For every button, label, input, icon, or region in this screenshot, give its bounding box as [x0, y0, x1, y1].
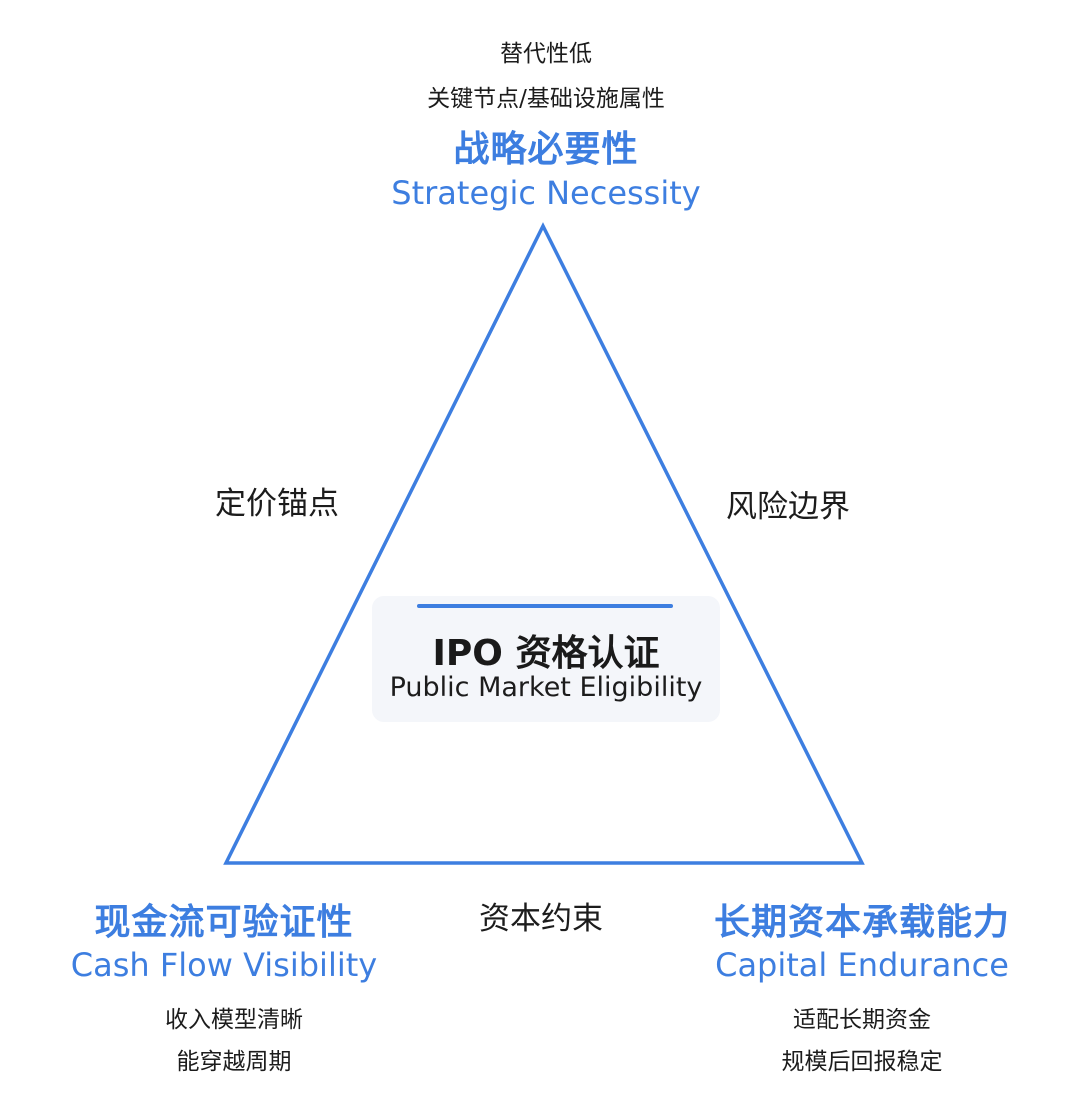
bottom-left-title-cn: 现金流可验证性 — [94, 902, 354, 943]
top-note-1: 替代性低 — [500, 41, 592, 67]
triangle-outline — [223, 222, 865, 865]
center-card: IPO 资格认证 Public Market Eligibility — [372, 596, 720, 722]
center-accent-bar — [417, 604, 673, 608]
bottom-right-title-cn: 长期资本承载能力 — [713, 902, 1011, 943]
bottom-left-note-2: 能穿越周期 — [176, 1049, 292, 1075]
center-title-en: Public Market Eligibility — [389, 672, 703, 703]
edge-label-right: 风险边界 — [726, 489, 850, 525]
top-title-cn: 战略必要性 — [453, 129, 639, 170]
bottom-right-title-en: Capital Endurance — [715, 946, 1009, 984]
bottom-right-note-1: 适配长期资金 — [793, 1007, 931, 1033]
edge-label-bottom: 资本约束 — [479, 901, 603, 937]
bottom-left-title-en: Cash Flow Visibility — [70, 946, 378, 984]
bottom-right-note-2: 规模后回报稳定 — [781, 1049, 943, 1075]
edge-label-left: 定价锚点 — [215, 486, 339, 522]
center-title-cn: IPO 资格认证 — [432, 633, 660, 674]
top-note-2: 关键节点/基础设施属性 — [427, 86, 665, 112]
bottom-left-note-1: 收入模型清晰 — [165, 1007, 303, 1033]
top-title-en: Strategic Necessity — [391, 174, 701, 212]
